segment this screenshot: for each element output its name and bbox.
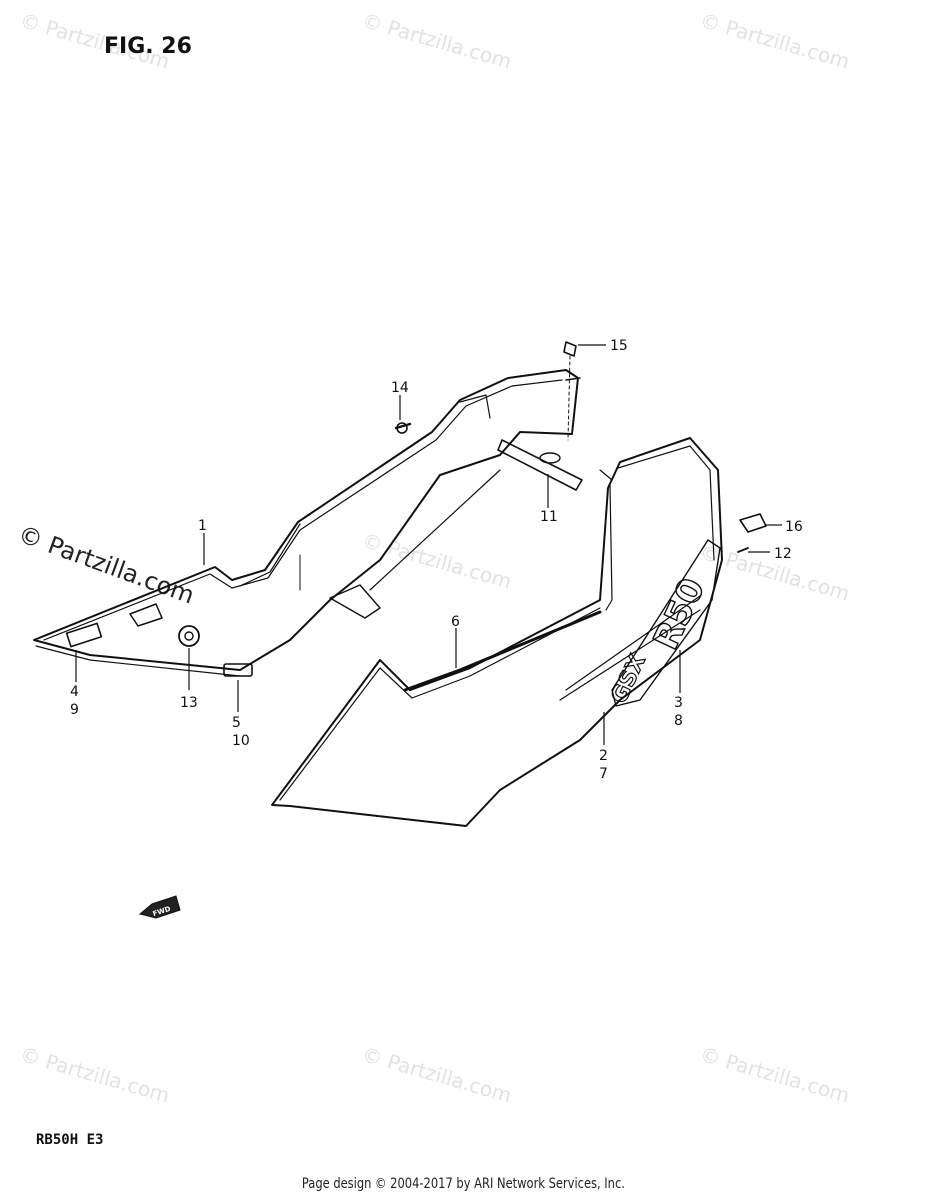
figure-title: FIG. 26: [104, 34, 192, 59]
callout-15: 15: [610, 338, 628, 354]
reflector-left: [65, 622, 103, 648]
callout-number: 7: [599, 766, 608, 782]
callout-number: 10: [232, 733, 250, 749]
callout-number: 14: [391, 380, 409, 396]
callout-number: 1: [198, 518, 207, 534]
bracket: [497, 439, 583, 491]
clip: [129, 603, 163, 627]
callout-number: 13: [180, 695, 198, 711]
callout-14: 14: [391, 380, 409, 396]
grommet: [178, 625, 200, 647]
callout-number: 9: [70, 702, 79, 718]
callout-number: 15: [610, 338, 628, 354]
callout-number: 2: [599, 748, 608, 764]
callout-16: 16: [785, 519, 803, 535]
callout-number: 16: [785, 519, 803, 535]
page-footer: Page design © 2004-2017 by ARI Network S…: [301, 1176, 625, 1192]
callout-1: 1: [198, 518, 207, 534]
left-frame-cover: [33, 369, 579, 671]
callout-number: 3: [674, 695, 683, 711]
callout-number: 5: [232, 715, 241, 731]
emblem-text-gsx: GSX: [607, 651, 651, 708]
callout-13: 13: [180, 695, 198, 711]
callout-number: 8: [674, 713, 683, 729]
callout-number: 6: [451, 614, 460, 630]
callout-11: 11: [540, 509, 558, 525]
model-code: RB50H E3: [36, 1132, 104, 1148]
fwd-arrow-icon: FWD: [138, 895, 181, 919]
tail-cowl: [271, 437, 723, 827]
reflector-right: [223, 663, 253, 677]
callout-number: 12: [774, 546, 792, 562]
callout-12: 12: [774, 546, 792, 562]
callout-6: 6: [451, 614, 460, 630]
emblem-text-r50: R50: [646, 572, 713, 656]
callout-number: 4: [70, 684, 79, 700]
callout-number: 11: [540, 509, 558, 525]
emblem-frame: [611, 539, 721, 707]
